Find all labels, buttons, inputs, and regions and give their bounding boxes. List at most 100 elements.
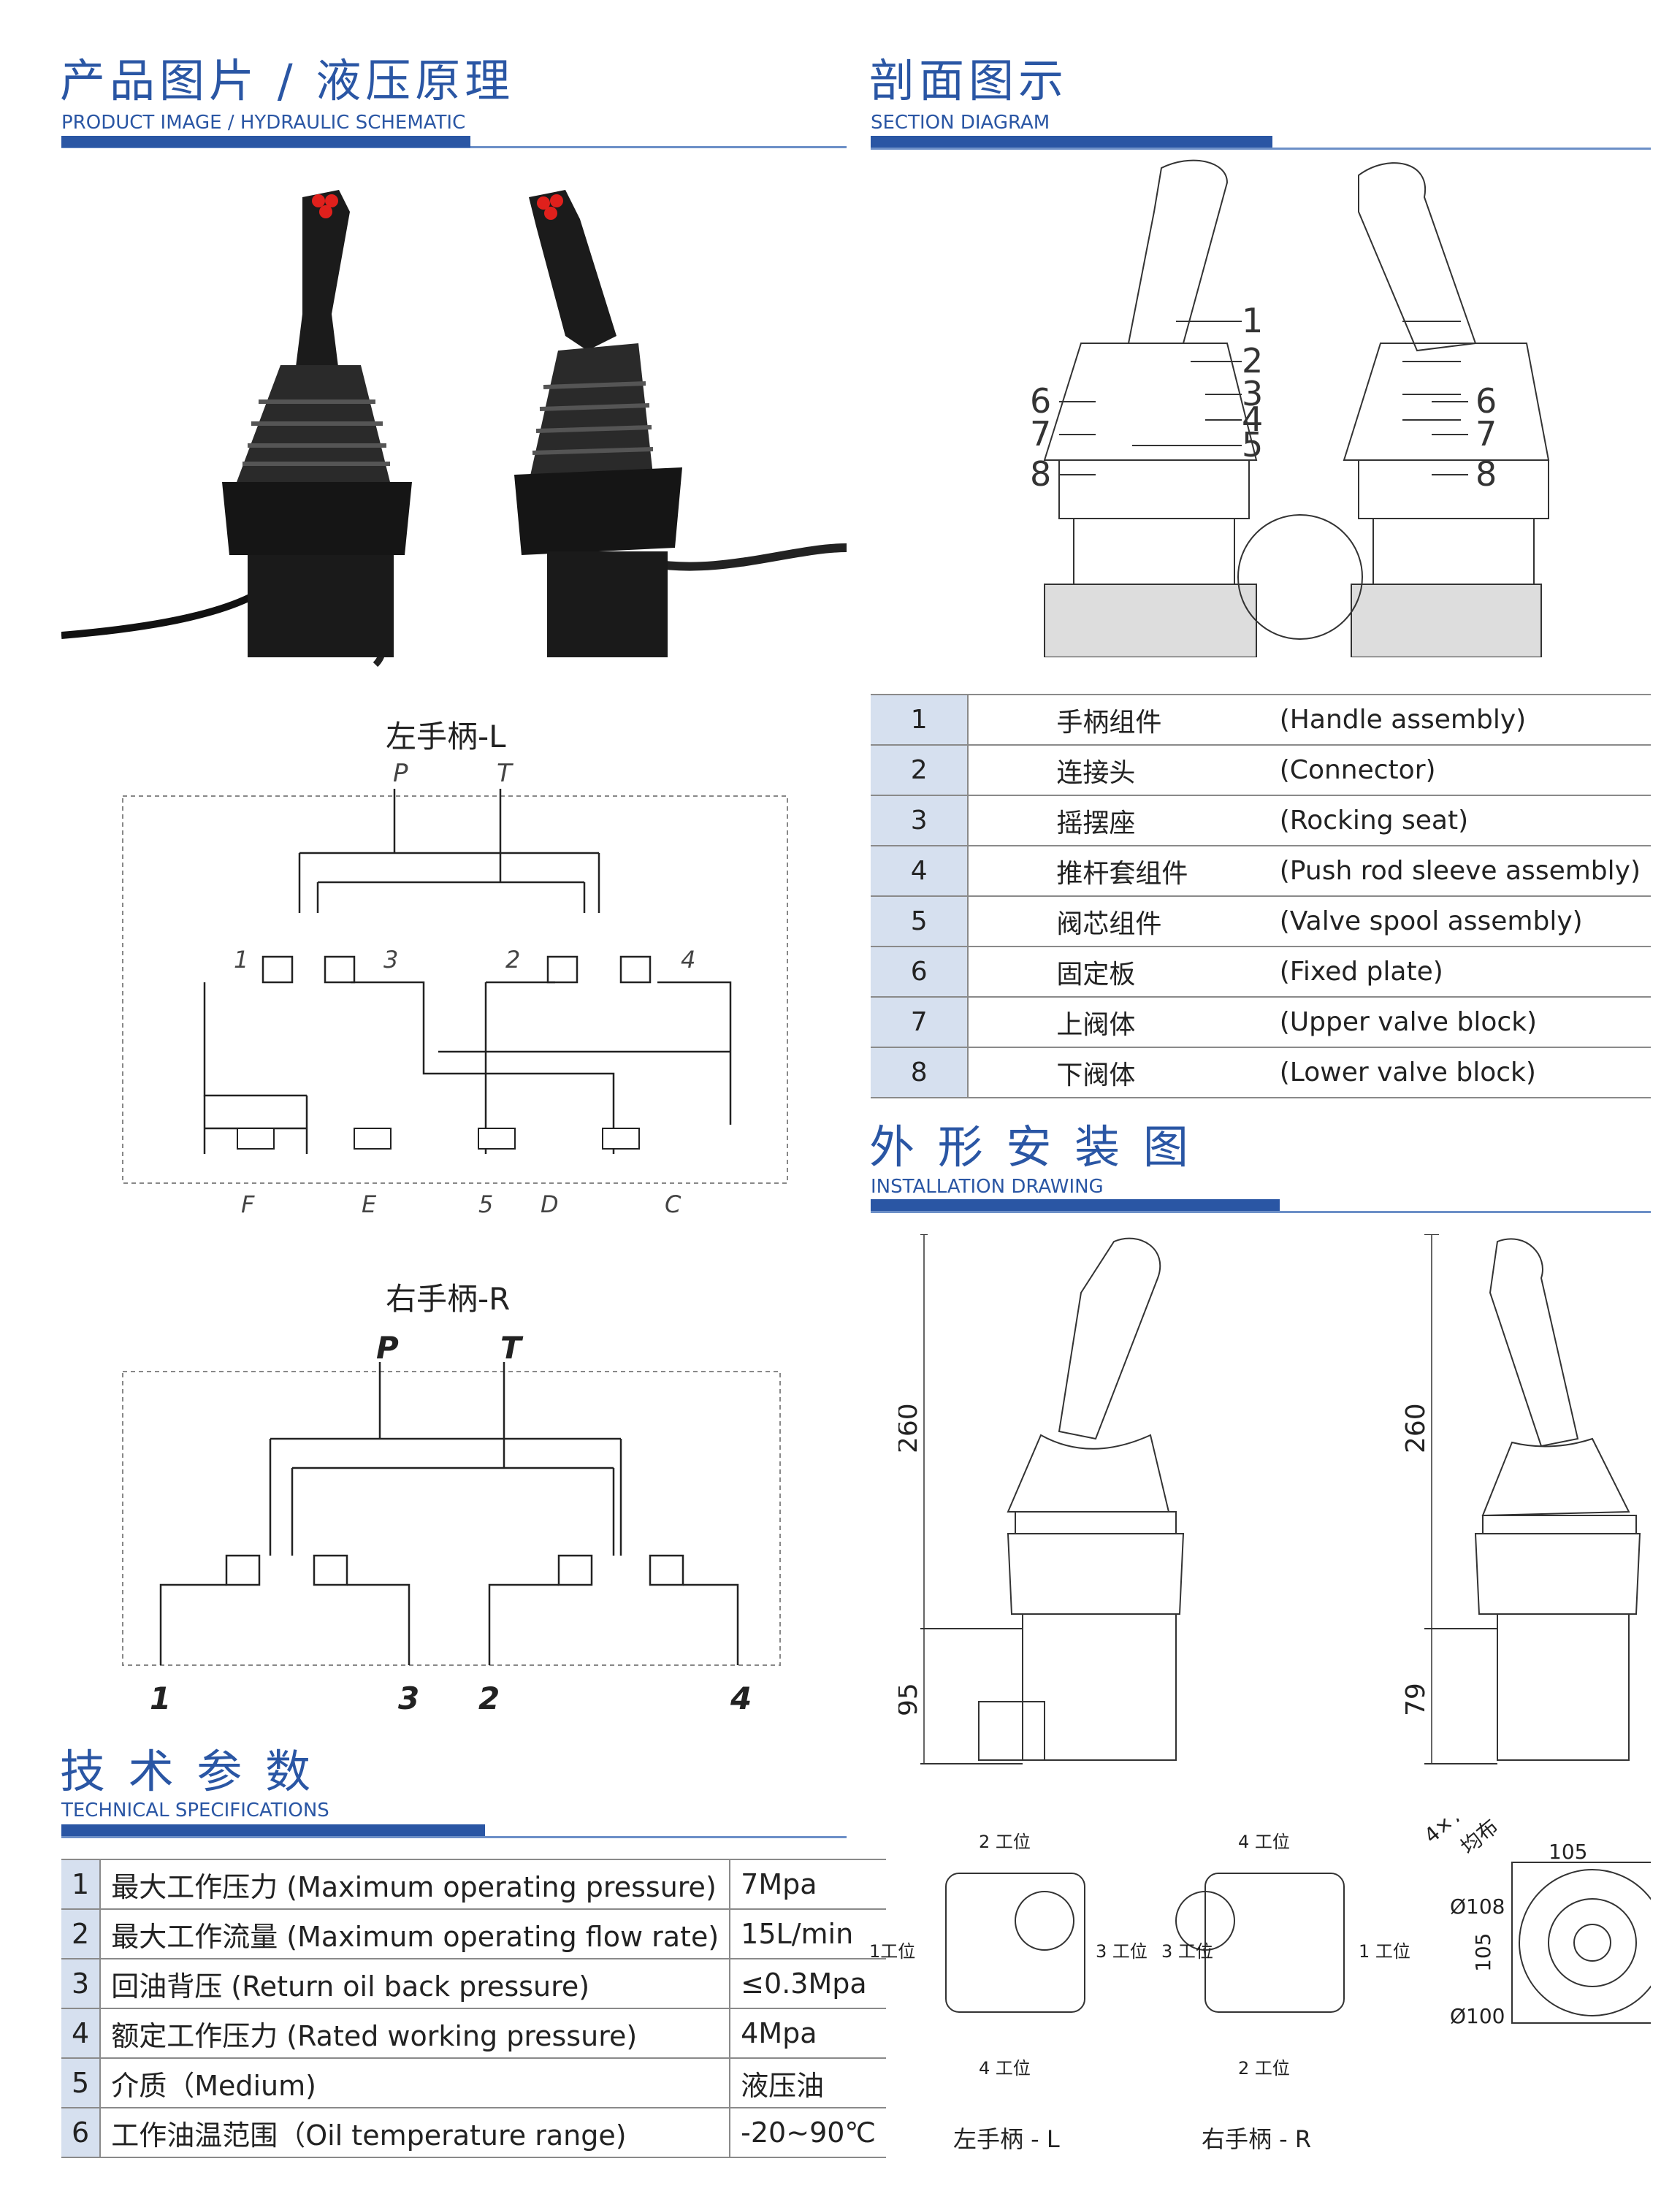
part-num: 1 (871, 695, 969, 746)
joystick-left-photo (222, 190, 412, 657)
spec-value: -20~90℃ (729, 2108, 887, 2158)
part-num: 4 (871, 846, 969, 897)
outlet-d: D (541, 1190, 559, 1218)
spec-label: 回油背压 (Return oil back pressure) (100, 1959, 730, 2009)
section-title-en: SECTION DIAGRAM (871, 112, 1050, 134)
part-en: (Valve spool assembly) (1269, 896, 1651, 947)
part-num: 2 (871, 745, 969, 796)
spec-label: 介质（Medium) (100, 2058, 730, 2108)
install-rule (871, 1211, 1651, 1213)
spec-num: 3 (61, 1959, 102, 2009)
spec-label: 最大工作压力 (Maximum operating pressure) (100, 1859, 730, 1910)
joystick-right-photo (514, 190, 682, 657)
valve-label-2: 2 (505, 946, 520, 974)
right-caption: 右手柄 - R (1202, 2125, 1311, 2153)
port-t-right: T (500, 1330, 524, 1366)
install-title-cn: 外 形 安 装 图 (869, 1120, 1193, 1174)
right-right: 1 工位 (1359, 1941, 1410, 1962)
part-cn: 手柄组件 (968, 695, 1269, 746)
part-cn: 下阀体 (968, 1047, 1269, 1098)
part-num: 6 (871, 947, 969, 998)
callout-5: 5 (1242, 425, 1263, 464)
valve-label-4: 4 (681, 946, 695, 974)
part-num: 8 (871, 1047, 969, 1098)
schematic-left: P T 1 3 2 4 F E 5 D C (122, 760, 788, 1218)
part-cn: 阀芯组件 (968, 896, 1269, 947)
schematic-right: P T 1 3 2 4 (122, 1330, 781, 1716)
left-up: 2 工位 (979, 1832, 1031, 1852)
valve-label-3: 3 (383, 946, 398, 974)
base-d108: Ø108 (1450, 1894, 1505, 1919)
install-rule-accent (871, 1199, 1280, 1211)
outlet-f: F (241, 1190, 255, 1218)
product-title-cn: 产品图片 / 液压原理 (60, 54, 515, 107)
valve-label-1: 1 (234, 946, 248, 974)
callout-7: 7 (1030, 414, 1051, 454)
dim-right-79: 79 (1401, 1683, 1431, 1716)
section-drawing: 1 2 3 4 5 6 7 8 6 7 8 (1030, 159, 1550, 657)
spec-value: ≤0.3Mpa (729, 1959, 887, 2009)
schematic-right-title: 右手柄-R (386, 1281, 511, 1317)
section-title-cn: 剖面图示 (869, 54, 1069, 107)
spec-num: 5 (61, 2058, 102, 2108)
out-4: 4 (730, 1680, 752, 1716)
specs-rule (61, 1836, 847, 1838)
part-en: (Upper valve block) (1269, 997, 1651, 1048)
spec-num: 4 (61, 2008, 102, 2059)
specs-title-en: TECHNICAL SPECIFICATIONS (61, 1800, 329, 1821)
spec-num: 1 (61, 1859, 102, 1910)
part-cn: 上阀体 (968, 997, 1269, 1048)
part-num: 7 (871, 997, 969, 1048)
port-p-right: P (376, 1330, 399, 1366)
base-d100: Ø100 (1450, 2004, 1505, 2028)
product-photo (61, 190, 847, 668)
part-en: (Lower valve block) (1269, 1047, 1651, 1098)
spec-num: 6 (61, 2108, 102, 2158)
product-rule-accent (61, 136, 470, 148)
left-caption: 左手柄 - L (953, 2125, 1060, 2153)
callout-1: 1 (1242, 301, 1263, 340)
base-width-top: 105 (1549, 1840, 1587, 1864)
spec-value: 4Mpa (729, 2008, 887, 2059)
dim-right-260: 260 (1401, 1403, 1431, 1453)
specs-rule-accent (61, 1824, 485, 1836)
base-holes-note: 均布 (1456, 1819, 1503, 1859)
part-en: (Handle assembly) (1269, 695, 1651, 746)
section-rule (871, 148, 1651, 150)
part-cn: 摇摆座 (968, 795, 1269, 846)
outlet-e: E (362, 1190, 377, 1218)
section-rule-accent (871, 136, 1272, 148)
part-num: 3 (871, 795, 969, 846)
install-title-en: INSTALLATION DRAWING (871, 1176, 1104, 1198)
out-1: 1 (150, 1680, 171, 1716)
part-cn: 连接头 (968, 745, 1269, 796)
spec-label: 额定工作压力 (Rated working pressure) (100, 2008, 730, 2059)
left-down: 4 工位 (979, 2058, 1031, 2079)
callout-8: 8 (1030, 454, 1051, 494)
dim-left-95: 95 (898, 1683, 923, 1716)
part-num: 5 (871, 896, 969, 947)
install-side-views: 260 95 260 79 (898, 1234, 1641, 1764)
callout-6: 6 (1030, 381, 1051, 421)
specs-title-cn: 技 术 参 数 (60, 1745, 316, 1798)
spec-value: 液压油 (729, 2058, 887, 2108)
spec-num: 2 (61, 1909, 102, 1959)
callout-3: 3 (1242, 374, 1263, 413)
part-cn: 固定板 (968, 947, 1269, 998)
callout-8-right: 8 (1475, 454, 1497, 494)
